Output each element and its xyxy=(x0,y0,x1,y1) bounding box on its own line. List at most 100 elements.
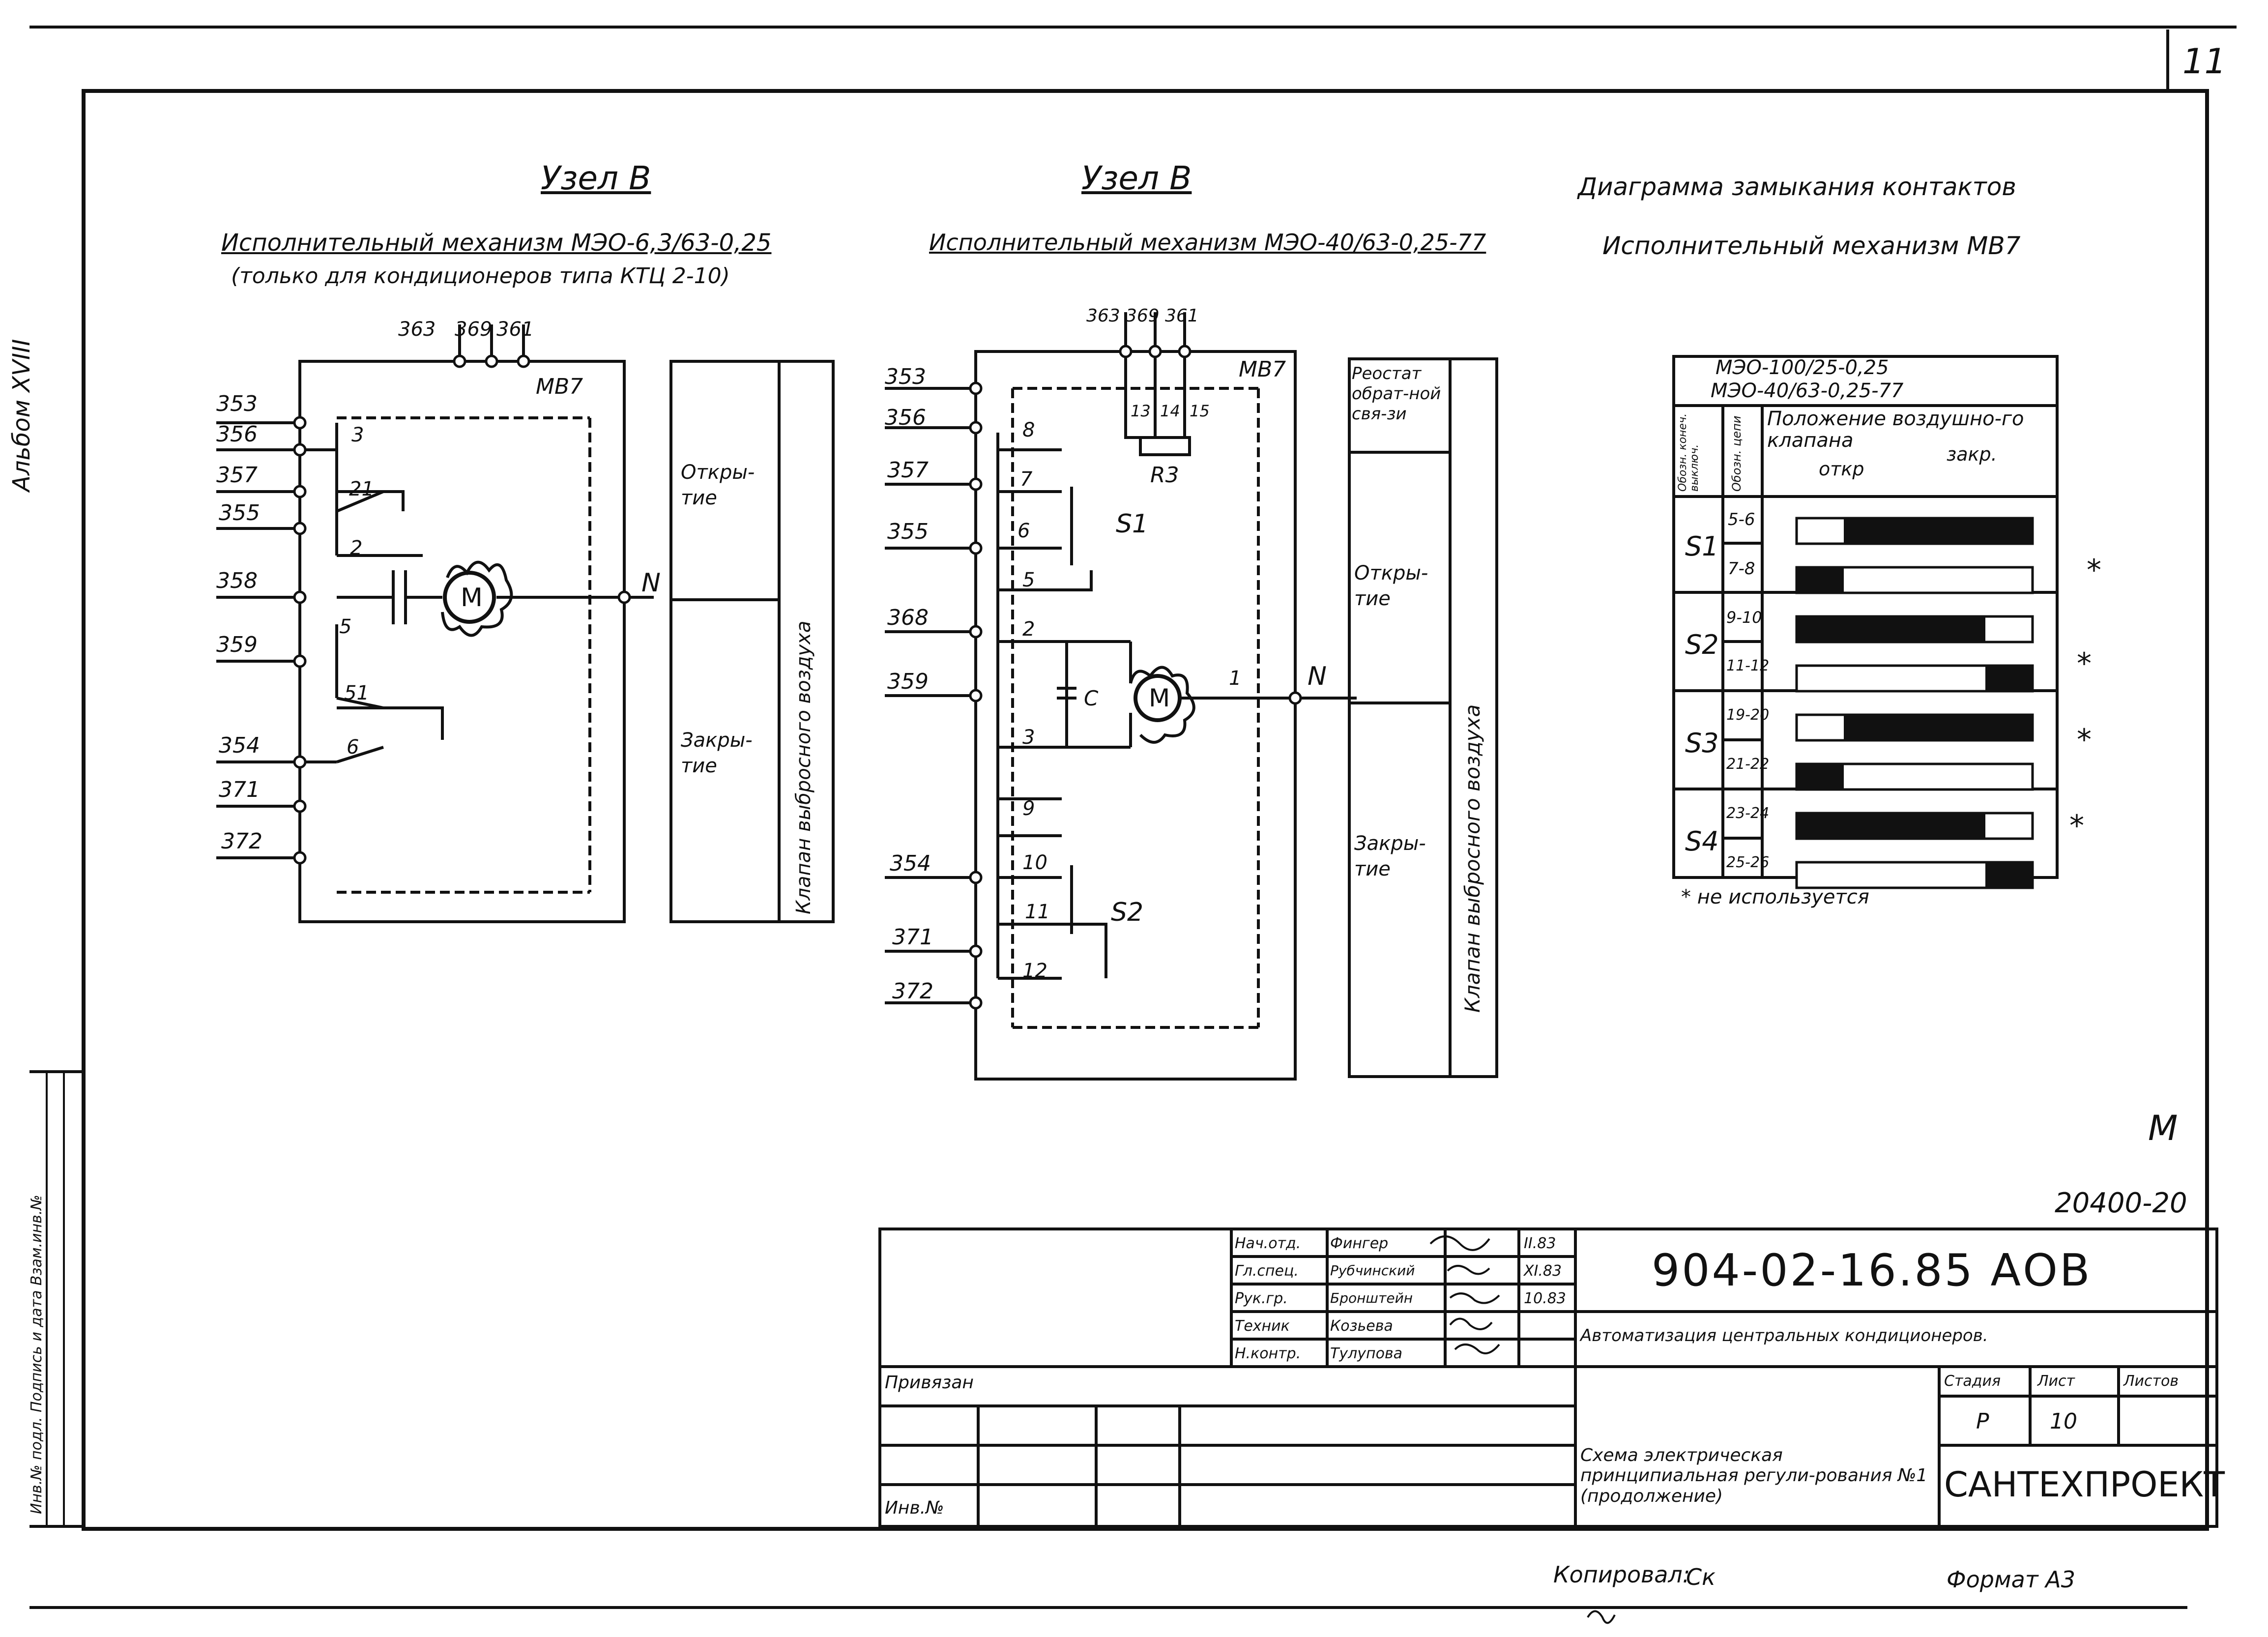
stamp-sheet: 10 xyxy=(2050,1409,2077,1434)
group-s2-label: S2 xyxy=(1685,629,1719,660)
stamp-role-2: Гл.спец. xyxy=(1235,1262,1299,1280)
page-number: 11 xyxy=(2182,41,2227,82)
left-contact-51: 51 xyxy=(344,682,369,704)
contact-bar-closed-25-26 xyxy=(1985,862,2033,888)
middle-contact-6: 6 xyxy=(1018,520,1030,542)
stamp-role-5: Н.контр. xyxy=(1235,1345,1301,1362)
row-circuit-23-24: 23-24 xyxy=(1726,805,1770,822)
check-mark: М xyxy=(2148,1108,2178,1148)
left-table-valve: Клапан выбросного воздуха xyxy=(792,620,815,914)
stamp-org: САНТЕХПРОЕКТ xyxy=(1944,1464,2225,1505)
left-subtitle-2: (только для кондиционеров типа КТЦ 2-10) xyxy=(231,263,730,289)
middle-contact-5: 5 xyxy=(1022,569,1035,591)
left-term-369: 369 xyxy=(455,318,493,341)
ref-number: 20400-20 xyxy=(2055,1187,2187,1219)
album-label: Альбом XVIII xyxy=(8,339,35,492)
title-block xyxy=(878,1228,2218,1528)
middle-neutral: N xyxy=(1308,662,1327,691)
stamp-project: Автоматизация центральных кондиционеров. xyxy=(1580,1326,1988,1345)
middle-switch-s2: S2 xyxy=(1111,898,1144,927)
diagram-model-2: МЭО-40/63-0,25-77 xyxy=(1711,380,1904,402)
middle-motor-m: M xyxy=(1149,684,1170,712)
left-subtitle-1: Исполнительный механизм МЭО-6,3/63-0,25 xyxy=(221,229,772,257)
middle-term-361: 361 xyxy=(1165,306,1199,326)
contact-bar-closed-23-24 xyxy=(1797,813,1985,839)
middle-rheo-15: 15 xyxy=(1190,402,1210,420)
not-used-star-11-12: * xyxy=(2077,646,2092,681)
left-title: Узел В xyxy=(541,159,651,197)
left-term-363: 363 xyxy=(398,318,436,341)
middle-term-369: 369 xyxy=(1126,306,1160,326)
middle-term-363: 363 xyxy=(1086,306,1120,326)
stamp-name-4: Козьева xyxy=(1330,1317,1393,1335)
stamp-date-3: 10.83 xyxy=(1524,1290,1566,1307)
row-circuit-7-8: 7-8 xyxy=(1728,559,1755,579)
middle-contact-10: 10 xyxy=(1022,851,1047,874)
contact-bars xyxy=(1795,517,2034,889)
stamp-date-1: II.83 xyxy=(1524,1235,1556,1252)
stamp-name-2: Рубчинский xyxy=(1330,1262,1415,1279)
left-term-357: 357 xyxy=(216,463,258,488)
left-schematic xyxy=(216,324,654,923)
middle-contact-7: 7 xyxy=(1020,468,1033,491)
not-used-star-19-20: * xyxy=(2077,723,2092,757)
contact-bar-closed-9-10 xyxy=(1797,616,1985,642)
middle-contact-2: 2 xyxy=(1022,618,1035,641)
diagram-footnote: * не используется xyxy=(1681,886,1869,908)
left-neutral: N xyxy=(641,568,661,598)
left-contact-2: 2 xyxy=(350,537,363,559)
middle-table-valve: Клапан выбросного воздуха xyxy=(1460,704,1484,1013)
contact-bar-closed-11-12 xyxy=(1985,666,2033,691)
copied-sign: Ск xyxy=(1686,1564,1716,1590)
diagram-col-position: Положение воздушно-го клапана xyxy=(1767,408,2024,452)
stamp-inv: Инв.№ xyxy=(885,1498,944,1518)
left-term-353: 353 xyxy=(216,391,258,416)
diagram-pos-open: откр xyxy=(1819,458,1864,480)
group-s4-label: S4 xyxy=(1685,826,1719,857)
middle-contact-3: 3 xyxy=(1022,726,1035,749)
middle-contact-11: 11 xyxy=(1025,901,1050,923)
stamp-role-1: Нач.отд. xyxy=(1235,1235,1301,1252)
diagram-subtitle: Исполнительный механизм МВ7 xyxy=(1602,232,2021,260)
stamp-sheet-label: Лист xyxy=(2037,1373,2075,1390)
diagram-pos-close: закр. xyxy=(1947,443,1997,465)
left-term-371: 371 xyxy=(219,777,260,802)
stamp-doc-code: 904-02-16.85 АОВ xyxy=(1652,1245,2092,1296)
middle-term-354: 354 xyxy=(890,851,931,876)
left-term-359: 359 xyxy=(216,632,258,657)
middle-term-371: 371 xyxy=(892,925,933,950)
middle-title: Узел В xyxy=(1081,159,1192,197)
signature-scribbles xyxy=(1429,1235,1616,1624)
middle-term-356: 356 xyxy=(885,405,926,430)
diagram-col-switch: Обозн. конеч. выключ. xyxy=(1677,413,1701,492)
row-circuit-5-6: 5-6 xyxy=(1728,510,1755,529)
row-circuit-19-20: 19-20 xyxy=(1726,706,1770,724)
stamp-date-2: XI.83 xyxy=(1524,1262,1562,1280)
not-used-star-23-24: * xyxy=(2069,809,2084,843)
left-contact-3: 3 xyxy=(351,424,364,446)
middle-contact-8: 8 xyxy=(1022,419,1035,441)
row-circuit-11-12: 11-12 xyxy=(1726,657,1770,674)
middle-schematic xyxy=(885,312,1357,1081)
stamp-stage: Р xyxy=(1976,1409,1989,1434)
middle-term-359: 359 xyxy=(887,669,929,694)
middle-contact-12: 12 xyxy=(1022,960,1047,982)
format-label: Формат А3 xyxy=(1947,1566,2075,1593)
stamp-role-4: Техник xyxy=(1235,1317,1290,1335)
left-motor-m: M xyxy=(461,583,483,613)
left-term-358: 358 xyxy=(216,568,258,593)
left-term-356: 356 xyxy=(216,422,258,447)
contact-bar-closed-19-20 xyxy=(1844,715,2033,740)
middle-term-355: 355 xyxy=(887,519,929,544)
left-term-355: 355 xyxy=(219,500,260,526)
stamp-stage-label: Стадия xyxy=(1944,1373,2001,1390)
group-s1-label: S1 xyxy=(1685,531,1719,562)
contact-bar-closed-21-22 xyxy=(1797,764,1844,789)
stamp-name-5: Тулупова xyxy=(1330,1345,1403,1362)
contact-bar-closed-5-6 xyxy=(1844,518,2033,544)
middle-rheo-13: 13 xyxy=(1131,402,1151,420)
row-circuit-21-22: 21-22 xyxy=(1726,756,1770,773)
stamp-privyazan: Привязан xyxy=(885,1373,974,1393)
left-block-label: МВ7 xyxy=(536,374,583,399)
